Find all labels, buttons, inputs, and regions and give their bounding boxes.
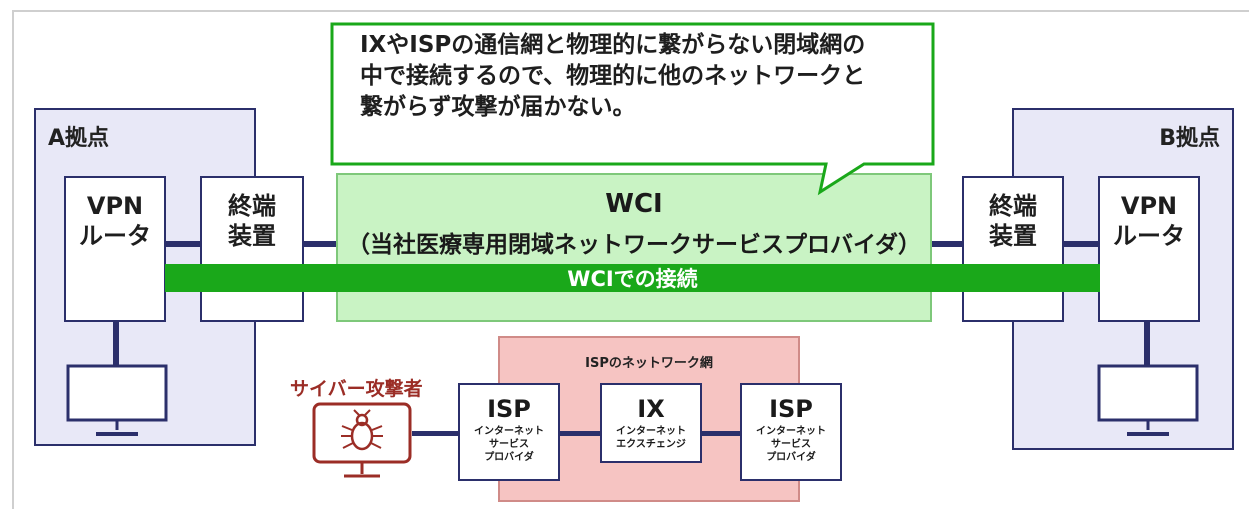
ix-title: IX xyxy=(637,395,665,423)
frame-top-border xyxy=(12,10,1249,12)
wci-connection-bar: WCIでの接続 xyxy=(165,264,1100,292)
attacker-label: サイバー攻撃者 xyxy=(290,378,423,400)
link-a-router-pc xyxy=(113,322,119,368)
site-a-pc-icon xyxy=(66,364,168,436)
site-a-terminal-label: 終端 装置 xyxy=(228,192,276,250)
site-b-vpn-router: VPN ルータ xyxy=(1098,176,1200,322)
link-b-terminal-router xyxy=(1062,241,1100,247)
wci-title: WCI xyxy=(605,189,663,219)
link-isp-ix xyxy=(558,431,602,436)
isp-left-sub: インターネット サービス プロバイダ xyxy=(474,426,544,463)
callout-bubble xyxy=(330,22,935,196)
site-a-terminal-device: 終端 装置 xyxy=(200,176,304,322)
isp-network-label: ISPのネットワーク網 xyxy=(585,356,713,371)
site-a-vpn-router: VPN ルータ xyxy=(64,176,166,322)
link-a-terminal-wci xyxy=(302,241,338,247)
link-b-router-pc xyxy=(1144,322,1150,368)
isp-right-box: ISP インターネット サービス プロバイダ xyxy=(740,383,842,481)
isp-left-title: ISP xyxy=(487,395,531,423)
ix-sub: インターネット エクスチェンジ xyxy=(616,426,686,450)
link-a-router-terminal xyxy=(165,241,202,247)
site-b-terminal-device: 終端 装置 xyxy=(962,176,1064,322)
bug-monitor-icon xyxy=(312,402,412,478)
isp-right-sub: インターネット サービス プロバイダ xyxy=(756,426,826,463)
callout-text: IXやISPの通信網と物理的に繋がらない閉域網の 中で接続するので、物理的に他の… xyxy=(360,32,866,120)
site-a-label: A拠点 xyxy=(48,126,110,151)
site-b-terminal-label: 終端 装置 xyxy=(989,192,1037,250)
link-wci-b-terminal xyxy=(930,241,964,247)
isp-left-box: ISP インターネット サービス プロバイダ xyxy=(458,383,560,481)
site-b-label: B拠点 xyxy=(1159,126,1220,151)
isp-right-title: ISP xyxy=(769,395,813,423)
wci-network-box: WCI （当社医療専用閉域ネットワークサービスプロバイダ） xyxy=(336,173,932,322)
site-b-vpn-router-label: VPN ルータ xyxy=(1113,192,1185,250)
site-b-pc-icon xyxy=(1097,364,1199,436)
frame-left-border xyxy=(12,10,14,509)
link-attacker-isp xyxy=(412,431,460,436)
site-a-vpn-router-label: VPN ルータ xyxy=(79,192,151,250)
link-ix-isp xyxy=(700,431,742,436)
wci-subtitle: （当社医療専用閉域ネットワークサービスプロバイダ） xyxy=(346,232,922,258)
wci-connection-label: WCIでの接続 xyxy=(567,267,698,291)
ix-box: IX インターネット エクスチェンジ xyxy=(600,383,702,463)
